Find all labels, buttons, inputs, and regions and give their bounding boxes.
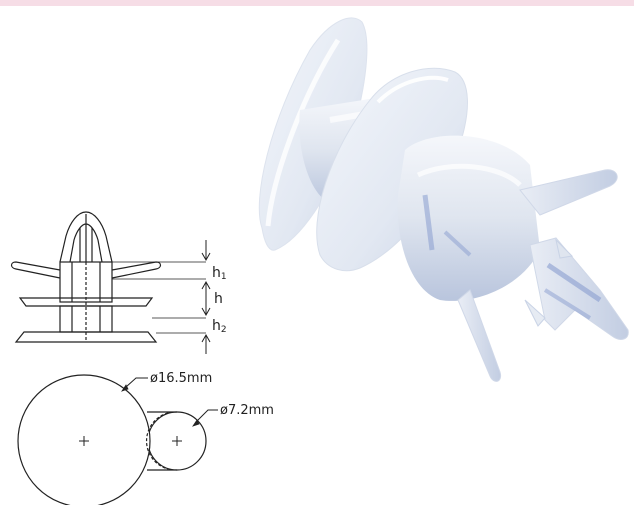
small-diameter-label: ø7.2mm [220, 403, 274, 418]
label-h1: h1 [212, 265, 227, 282]
large-diameter-label: ø16.5mm [150, 371, 212, 386]
top-color-band [0, 0, 634, 6]
left-wing-outline [10, 261, 61, 279]
rivet-photo [258, 17, 629, 382]
lower-leg [457, 289, 502, 382]
label-h: h [214, 291, 223, 307]
label-h2: h2 [212, 318, 227, 335]
right-wing-outline [111, 261, 162, 279]
rivet-body [397, 135, 540, 301]
hole-profile-drawing [17, 374, 218, 505]
lower-flange-outline [14, 331, 158, 343]
upper-wing [519, 169, 618, 216]
front-flange [316, 67, 468, 272]
side-profile-drawing [10, 211, 211, 354]
upper-flange-outline [18, 297, 154, 307]
rivet-head-outline [59, 211, 113, 263]
